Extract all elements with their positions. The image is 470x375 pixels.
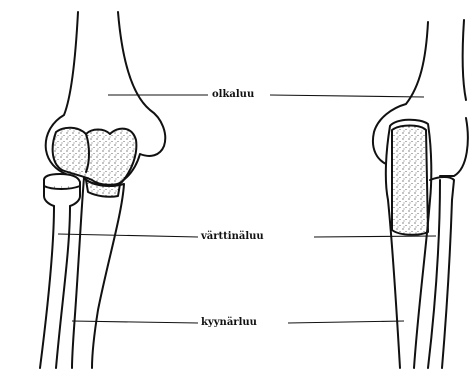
right-radius [428, 177, 454, 368]
label-kyynarluu: kyynärluu [199, 317, 259, 329]
leader-kyynarluu-right [288, 321, 404, 323]
left-ulna [72, 178, 124, 368]
right-ulna [386, 120, 431, 368]
leader-varttinaluu-left [58, 234, 198, 237]
leader-kyynarluu-left [72, 321, 198, 323]
label-varttinaluu: värttinäluu [199, 231, 266, 243]
label-olkaluu: olkaluu [210, 89, 256, 101]
leader-lines [58, 95, 436, 323]
leader-olkaluu-right [270, 95, 424, 97]
leader-varttinaluu-right [314, 236, 436, 237]
left-humerus-condyles [53, 128, 137, 185]
